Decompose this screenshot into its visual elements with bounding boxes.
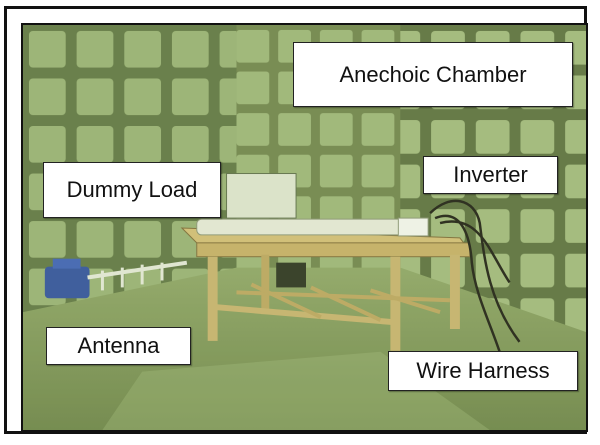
image-inner-frame: Anechoic Chamber Dummy Load Inverter Ant… — [21, 23, 588, 432]
label-anechoic-chamber: Anechoic Chamber — [293, 42, 573, 107]
image-outer-frame: Anechoic Chamber Dummy Load Inverter Ant… — [4, 6, 588, 434]
label-inverter: Inverter — [423, 156, 558, 194]
label-dummy-load: Dummy Load — [43, 162, 221, 218]
wall-box — [226, 173, 297, 219]
label-antenna: Antenna — [46, 327, 191, 365]
label-wire-harness: Wire Harness — [388, 351, 578, 391]
wire-harness-cables — [429, 199, 521, 353]
antenna-equipment — [44, 258, 188, 299]
inverter-box — [397, 217, 429, 237]
